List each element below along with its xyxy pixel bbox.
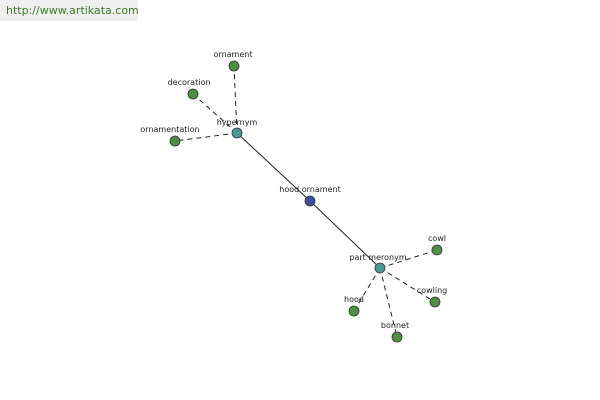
edge-part-meronym-cowling: [379, 267, 436, 303]
node-circle-decoration[interactable]: [187, 88, 199, 100]
url-bar: http://www.artikata.com: [0, 0, 139, 21]
edge-hypernym-decoration: [192, 93, 238, 134]
node-label-cowl: cowl: [428, 234, 446, 243]
edge-hypernym-ornament: [233, 65, 238, 134]
node-cowl[interactable]: cowl: [428, 234, 446, 256]
edge-part-meronym-cowl: [379, 249, 438, 269]
node-part-meronym[interactable]: part meronym: [349, 253, 407, 274]
node-label-hypernym: hypernym: [217, 118, 258, 127]
node-label-part-meronym: part meronym: [349, 253, 406, 262]
node-label-decoration: decoration: [168, 78, 211, 87]
node-circle-hood[interactable]: [348, 305, 360, 317]
node-cowling[interactable]: cowling: [417, 286, 447, 308]
node-label-ornament: ornament: [214, 50, 253, 59]
edge-center-hypernym: [236, 132, 311, 202]
node-label-cowling: cowling: [417, 286, 447, 295]
node-label-center: hood ornament: [279, 185, 340, 194]
node-center[interactable]: hood ornament: [279, 185, 341, 207]
node-circle-cowl[interactable]: [431, 244, 443, 256]
node-hypernym[interactable]: hypernym: [217, 118, 258, 139]
node-circle-bonnet[interactable]: [391, 331, 403, 343]
node-bonnet[interactable]: bonnet: [381, 321, 409, 343]
node-circle-part-meronym[interactable]: [374, 262, 386, 274]
edge-hypernym-ornamentation: [174, 132, 238, 142]
node-circle-ornamentation[interactable]: [169, 135, 181, 147]
edge-part-meronym-bonnet: [379, 267, 398, 338]
node-circle-ornament[interactable]: [228, 60, 240, 72]
node-ornament[interactable]: ornament: [214, 50, 253, 72]
node-ornamentation[interactable]: ornamentation: [140, 125, 200, 147]
site-link[interactable]: http://www.artikata.com: [6, 4, 139, 17]
edge-center-part-meronym: [309, 200, 381, 269]
edge-part-meronym-hood: [353, 267, 381, 312]
node-decoration[interactable]: decoration: [168, 78, 211, 100]
node-hood[interactable]: hood: [344, 295, 364, 317]
node-label-hood: hood: [344, 295, 364, 304]
node-circle-center[interactable]: [304, 195, 316, 207]
node-circle-cowling[interactable]: [429, 296, 441, 308]
node-label-bonnet: bonnet: [381, 321, 409, 330]
node-circle-hypernym[interactable]: [231, 127, 243, 139]
node-label-ornamentation: ornamentation: [140, 125, 199, 134]
